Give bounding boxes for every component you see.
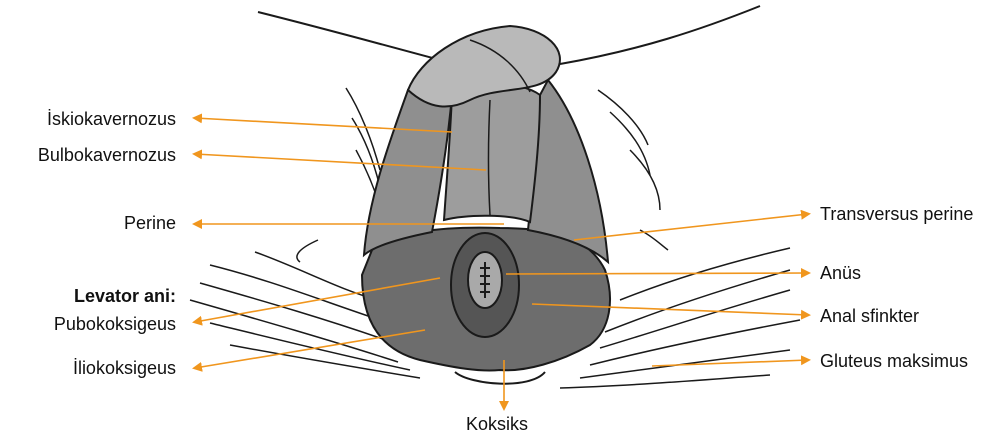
skin-outline-right: [560, 6, 760, 64]
label-gluteus-maksimus: Gluteus maksimus: [820, 350, 968, 372]
arrow-iliokoksigeus: [195, 330, 425, 368]
label-perine: Perine: [124, 212, 176, 234]
label-levator-ani: Levator ani:: [74, 285, 176, 307]
label-pubokoksigeus: Pubokoksigeus: [54, 313, 176, 335]
label-iskiokavernozus: İskiokavernozus: [47, 108, 176, 130]
label-bulbokavernozus: Bulbokavernozus: [38, 144, 176, 166]
skin-outline: [258, 12, 440, 60]
arrow-anus: [506, 273, 808, 274]
label-koksiks: Koksiks: [466, 413, 528, 435]
label-transversus-perine: Transversus perine: [820, 203, 973, 225]
arrow-gluteus: [652, 360, 808, 366]
label-anal-sfinkter: Anal sfinkter: [820, 305, 919, 327]
label-iliokoksigeus: İliokoksigeus: [73, 357, 176, 379]
arrow-transversus: [574, 214, 808, 240]
label-anus: Anüs: [820, 262, 861, 284]
coccyx-shape: [455, 372, 545, 384]
